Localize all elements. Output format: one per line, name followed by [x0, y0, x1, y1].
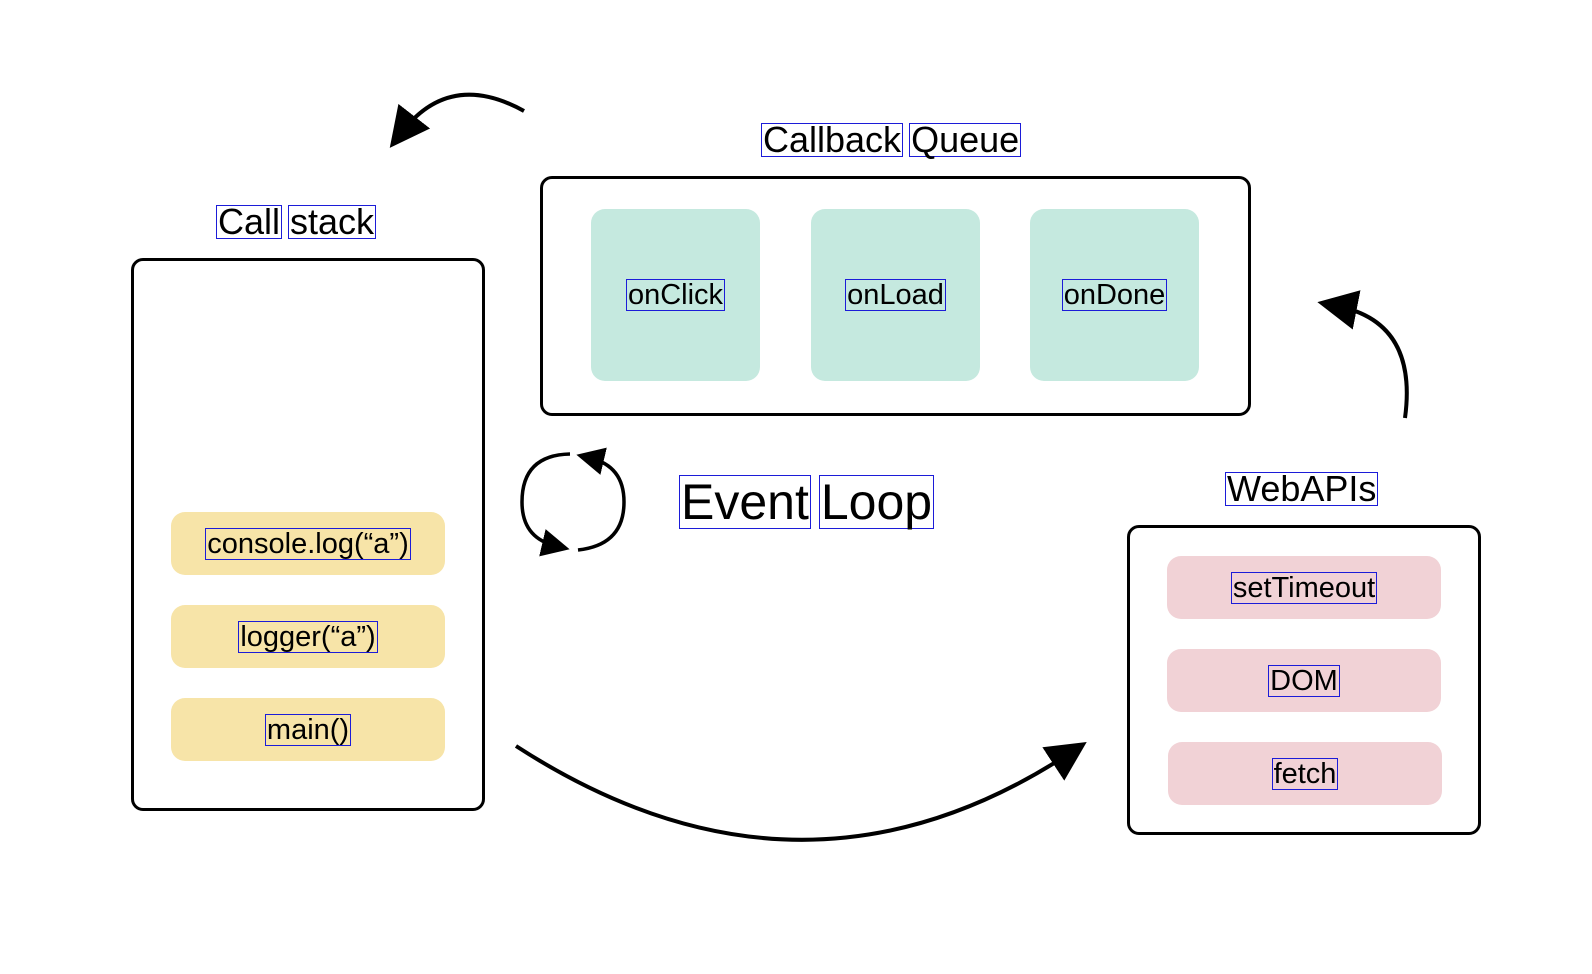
webapi-item: setTimeout — [1167, 556, 1441, 619]
title-word: Call — [216, 201, 283, 242]
stack-frame: logger(“a”) — [171, 605, 445, 668]
webapi-item-label: fetch — [1271, 757, 1339, 790]
stack-frame-label: main() — [264, 713, 352, 746]
webapi-item: fetch — [1168, 742, 1442, 805]
webapi-item-label: DOM — [1268, 664, 1340, 697]
webapi-item: DOM — [1167, 649, 1441, 712]
arrow-stack-to-webapis — [514, 742, 1087, 842]
queue-item-label: onDone — [1061, 279, 1168, 311]
title-word: Loop — [818, 474, 935, 530]
title-word: Callback — [761, 119, 904, 160]
cycle-icon — [520, 447, 626, 557]
title-word: stack — [288, 201, 377, 242]
queue-item: onLoad — [811, 209, 980, 381]
call-stack-panel — [131, 258, 485, 811]
arrow-webapis-to-queue — [1317, 290, 1409, 419]
queue-item-label: onLoad — [845, 279, 946, 311]
stack-frame-label: logger(“a”) — [238, 620, 378, 653]
stack-frame-label: console.log(“a”) — [205, 527, 411, 560]
title-word: WebAPIs — [1225, 468, 1379, 509]
callback-queue-panel — [540, 176, 1251, 416]
queue-item-label: onClick — [625, 279, 726, 311]
title-word: Queue — [909, 119, 1022, 160]
webapis-panel — [1127, 525, 1481, 835]
queue-item: onClick — [591, 209, 760, 381]
title-word: Event — [679, 474, 811, 530]
webapis-title: WebAPIs — [1225, 468, 1379, 509]
webapi-item-label: setTimeout — [1230, 571, 1378, 604]
stack-frame: console.log(“a”) — [171, 512, 445, 575]
queue-item: onDone — [1030, 209, 1199, 381]
arrow-queue-to-stack — [389, 92, 525, 148]
stack-frame: main() — [171, 698, 445, 761]
